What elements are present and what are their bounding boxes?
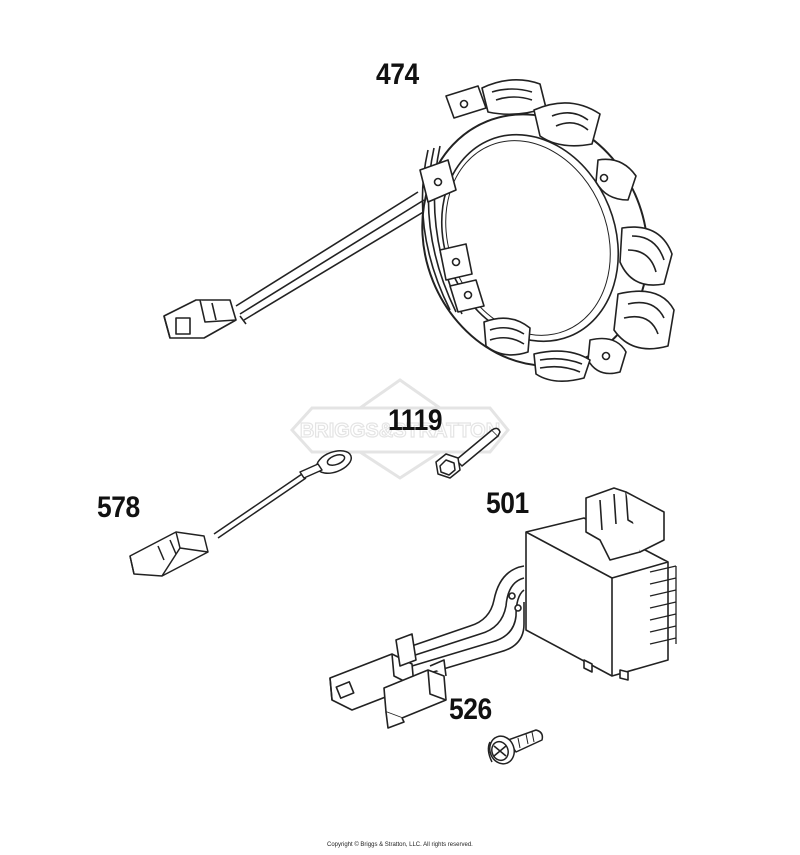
stator-coils xyxy=(445,79,675,382)
callout-578: 578 xyxy=(97,491,140,524)
copyright-notice: Copyright © Briggs & Stratton, LLC. All … xyxy=(327,842,473,848)
stator-leads xyxy=(235,191,431,325)
screw-1119 xyxy=(435,427,501,479)
screw-526 xyxy=(487,729,544,765)
callout-526: 526 xyxy=(449,693,492,726)
stator-assembly xyxy=(163,79,675,382)
stator-connector xyxy=(163,299,237,339)
callout-1119: 1119 xyxy=(388,404,443,437)
wire-harness-578 xyxy=(129,450,353,577)
briggs-stratton-watermark: BRIGGS&STRATTON xyxy=(289,378,510,480)
regulator-fins xyxy=(649,565,677,645)
callout-474: 474 xyxy=(376,58,419,91)
callout-501: 501 xyxy=(486,487,529,520)
watermark-text: BRIGGS&STRATTON xyxy=(300,420,500,442)
regulator-501 xyxy=(329,487,677,729)
